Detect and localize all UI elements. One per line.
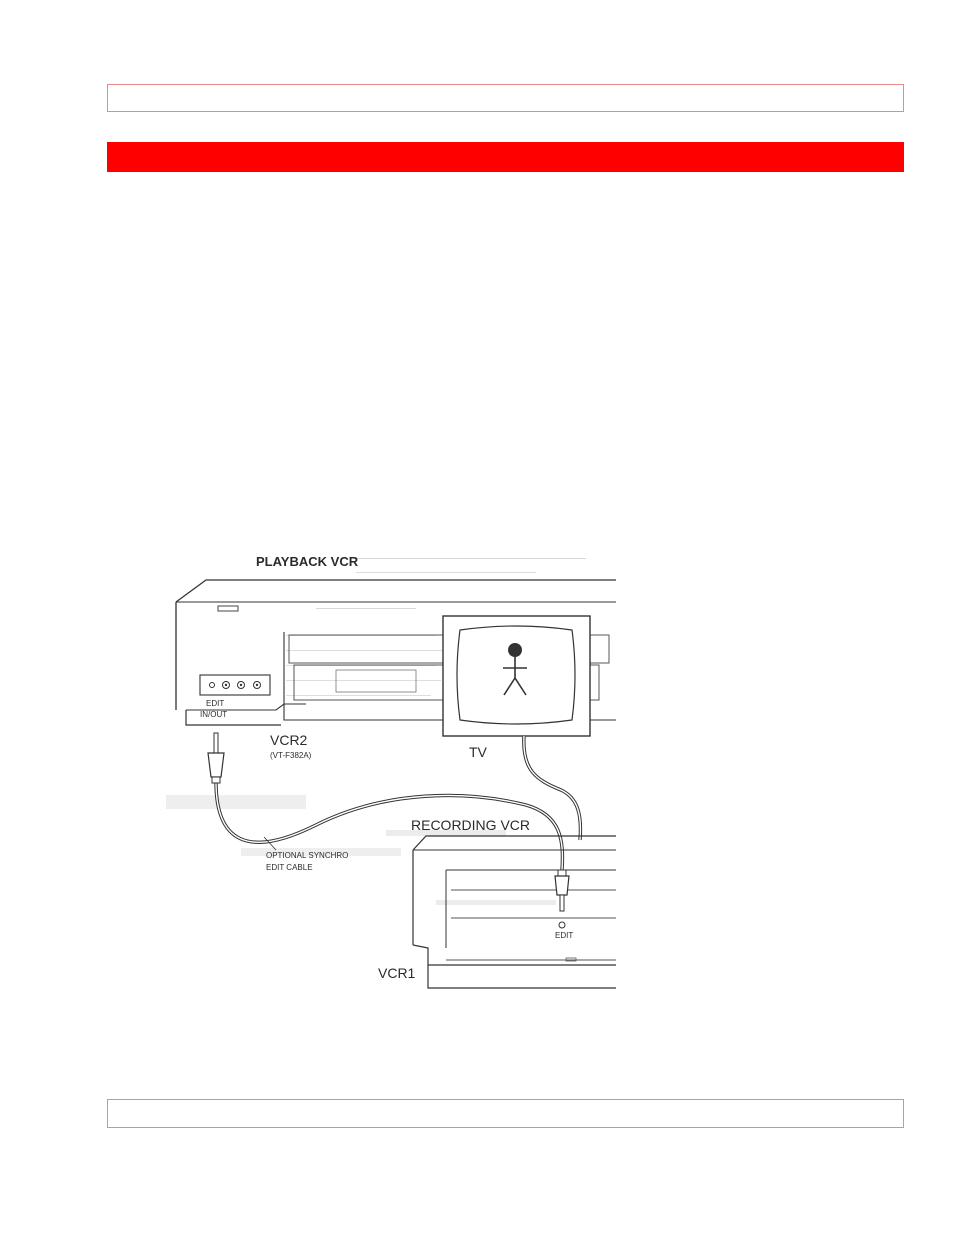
edit-plug-vcr2 [207,732,225,784]
tv-label: TV [469,744,488,760]
vcr2-model-label: (VT-F382A) [270,751,312,760]
recording-vcr [412,835,616,989]
edit-plug-vcr1 [554,869,570,912]
edit-port-sublabel: IN/OUT [200,710,227,719]
edit-port-label: EDIT [206,699,224,708]
header-frame [107,84,904,112]
recording-vcr-label: RECORDING VCR [411,817,530,833]
playback-vcr-label: PLAYBACK VCR [256,554,359,569]
vcr2-label: VCR2 [270,732,308,748]
cable-sublabel: EDIT CABLE [266,863,313,872]
vcr1-label: VCR1 [378,965,416,981]
tv-cable [522,735,583,841]
vcr1-edit-label: EDIT [555,931,573,940]
tv-set [442,615,591,737]
cable-label: OPTIONAL SYNCHRO [266,851,348,860]
section-title-bar [107,142,904,172]
vcr-connection-diagram: PLAYBACK VCR EDIT IN/OUT VCR2 (VT-F382A)… [166,540,616,995]
footer-frame [107,1099,904,1128]
